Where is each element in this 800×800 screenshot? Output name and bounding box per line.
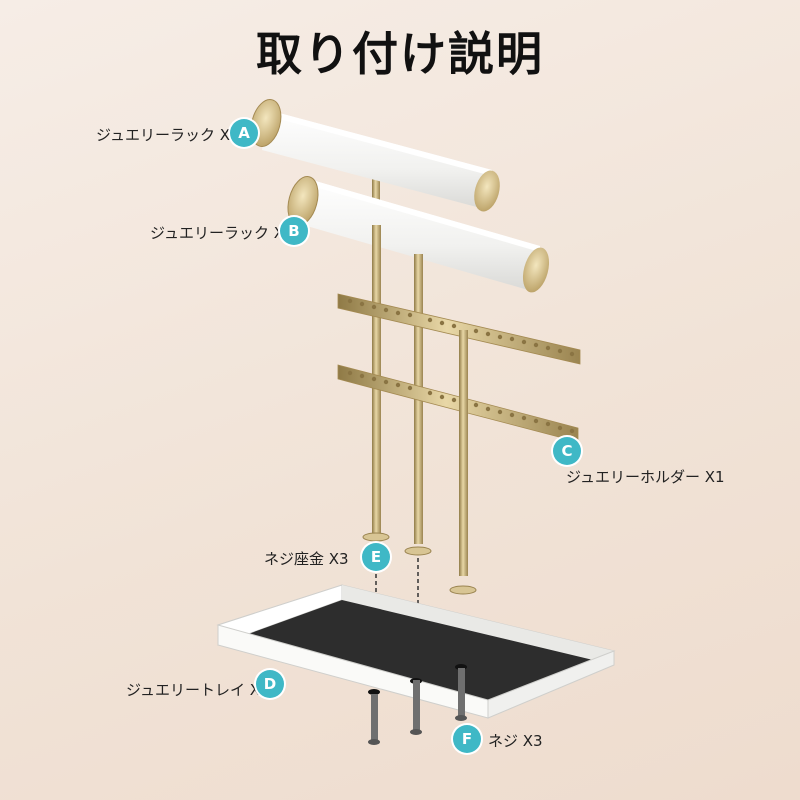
page-title: 取り付け説明: [256, 27, 544, 81]
jewelry-rack-b: [287, 176, 550, 293]
screws-f: [368, 668, 467, 745]
part-c-badge: C: [553, 437, 581, 465]
screw-washers-e: [362, 532, 477, 606]
part-a-badge: A: [230, 119, 258, 147]
part-f-label: ネジ X3: [488, 732, 543, 750]
part-d-badge: D: [256, 670, 284, 698]
jewelry-holder-c: [337, 293, 581, 450]
part-b-label: ジュエリーラック X1: [150, 224, 294, 242]
jewelry-tray-d: [216, 584, 616, 719]
part-c-label: ジュエリーホルダー X1: [566, 468, 725, 486]
part-a-label: ジュエリーラック X1: [96, 126, 240, 144]
part-b-badge: B: [280, 217, 308, 245]
part-e-label: ネジ座金 X3: [264, 550, 349, 568]
part-e-badge: E: [362, 543, 390, 571]
part-d-label: ジュエリートレイ X1: [126, 681, 270, 699]
jewelry-rack-a: [250, 99, 500, 228]
part-f-badge: F: [453, 725, 481, 753]
